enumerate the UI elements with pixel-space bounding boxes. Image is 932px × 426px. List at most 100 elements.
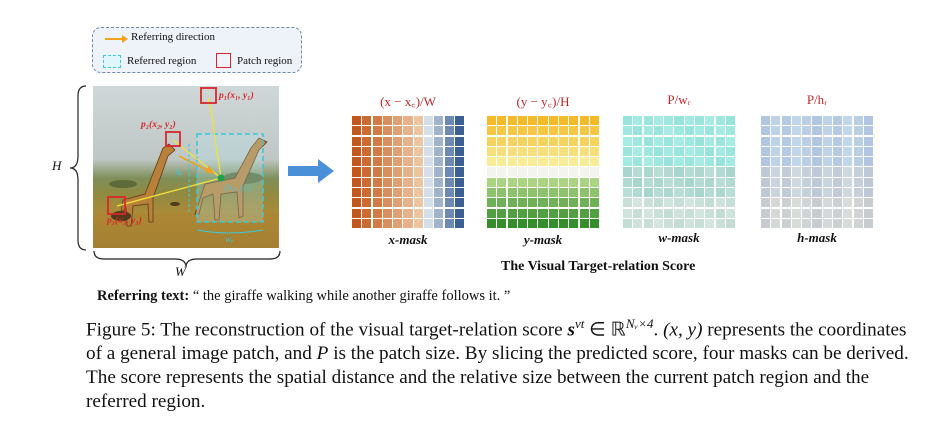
y-mask-label: y-mask xyxy=(523,232,563,247)
mask-cell xyxy=(487,116,497,126)
mask-cell xyxy=(822,208,832,218)
mask-cell xyxy=(853,218,863,228)
mask-cell xyxy=(715,116,725,126)
mask-cell xyxy=(812,146,822,156)
mask-cell xyxy=(444,208,454,218)
mask-cell xyxy=(705,218,715,228)
mask-cell xyxy=(589,177,599,187)
mask-cell xyxy=(487,188,497,198)
mask-cell xyxy=(812,167,822,177)
mask-cell xyxy=(403,167,413,177)
mask-cell xyxy=(517,116,527,126)
mask-cell xyxy=(664,198,674,208)
mask-cell xyxy=(579,218,589,228)
mask-cell xyxy=(761,146,771,156)
mask-cell xyxy=(424,146,434,156)
mask-cell xyxy=(664,136,674,146)
mask-cell xyxy=(487,208,497,218)
mask-cell xyxy=(633,157,643,167)
mask-cell xyxy=(822,167,832,177)
height-brace-icon xyxy=(69,85,87,251)
mask-cell xyxy=(528,198,538,208)
wr-label: wᵣ xyxy=(225,235,234,245)
mask-cell xyxy=(569,157,579,167)
mask-cell xyxy=(528,167,538,177)
mask-cell xyxy=(362,208,372,218)
mask-cell xyxy=(548,208,558,218)
mask-cell xyxy=(725,136,735,146)
mask-cell xyxy=(802,126,812,136)
mask-cell xyxy=(822,146,832,156)
mask-cell xyxy=(454,198,464,208)
mask-cell xyxy=(393,126,403,136)
mask-cell xyxy=(705,167,715,177)
mask-cell xyxy=(771,116,781,126)
mask-cell xyxy=(725,146,735,156)
mask-cell xyxy=(802,218,812,228)
mask-cell xyxy=(424,208,434,218)
mask-cell xyxy=(403,126,413,136)
mask-cell xyxy=(653,177,663,187)
mask-cell xyxy=(812,157,822,167)
mask-cell xyxy=(579,177,589,187)
x-mask-label: x-mask xyxy=(388,232,428,247)
referred-region-swatch-icon xyxy=(103,55,121,68)
mask-cell xyxy=(633,198,643,208)
mask-cell xyxy=(434,177,444,187)
mask-cell xyxy=(589,218,599,228)
mask-cell xyxy=(664,167,674,177)
mask-cell xyxy=(674,136,684,146)
mask-cell xyxy=(362,218,372,228)
mask-cell xyxy=(695,157,705,167)
mask-cell xyxy=(444,167,454,177)
mask-cell xyxy=(487,177,497,187)
mask-cell xyxy=(413,157,423,167)
mask-cell xyxy=(548,177,558,187)
mask-cell xyxy=(424,218,434,228)
mask-cell xyxy=(802,146,812,156)
mask-cell xyxy=(863,188,873,198)
mask-cell xyxy=(833,218,843,228)
mask-cell xyxy=(362,146,372,156)
mask-cell xyxy=(528,136,538,146)
score-title: The Visual Target-relation Score xyxy=(501,259,696,274)
height-label: H xyxy=(52,158,62,173)
mask-cell xyxy=(684,126,694,136)
mask-cell xyxy=(822,136,832,146)
mask-cell xyxy=(589,198,599,208)
mask-cell xyxy=(454,136,464,146)
mask-cell xyxy=(497,208,507,218)
width-label: W xyxy=(175,264,186,279)
mask-cell xyxy=(771,218,781,228)
mask-cell xyxy=(791,188,801,198)
mask-cell xyxy=(863,146,873,156)
mask-cell xyxy=(352,136,362,146)
mask-cell xyxy=(424,136,434,146)
mask-cell xyxy=(579,208,589,218)
mask-cell xyxy=(653,116,663,126)
mask-cell xyxy=(653,126,663,136)
mask-cell xyxy=(507,136,517,146)
mask-cell xyxy=(664,177,674,187)
mask-cell xyxy=(781,198,791,208)
mask-cell xyxy=(833,126,843,136)
mask-cell xyxy=(507,177,517,187)
mask-cell xyxy=(444,188,454,198)
mask-cell xyxy=(705,188,715,198)
mask-cell xyxy=(538,167,548,177)
mask-cell xyxy=(393,146,403,156)
referring-text: Referring text: “ the giraffe walking wh… xyxy=(97,288,510,305)
mask-cell xyxy=(674,208,684,218)
mask-cell xyxy=(507,157,517,167)
mask-cell xyxy=(454,126,464,136)
mask-cell xyxy=(362,167,372,177)
mask-cell xyxy=(781,136,791,146)
mask-cell xyxy=(362,136,372,146)
mask-cell xyxy=(664,157,674,167)
mask-cell xyxy=(579,116,589,126)
mask-cell xyxy=(863,167,873,177)
legend-box: Referring direction Referred region Patc… xyxy=(92,27,302,73)
mask-cell xyxy=(643,208,653,218)
mask-cell xyxy=(812,116,822,126)
mask-cell xyxy=(352,177,362,187)
